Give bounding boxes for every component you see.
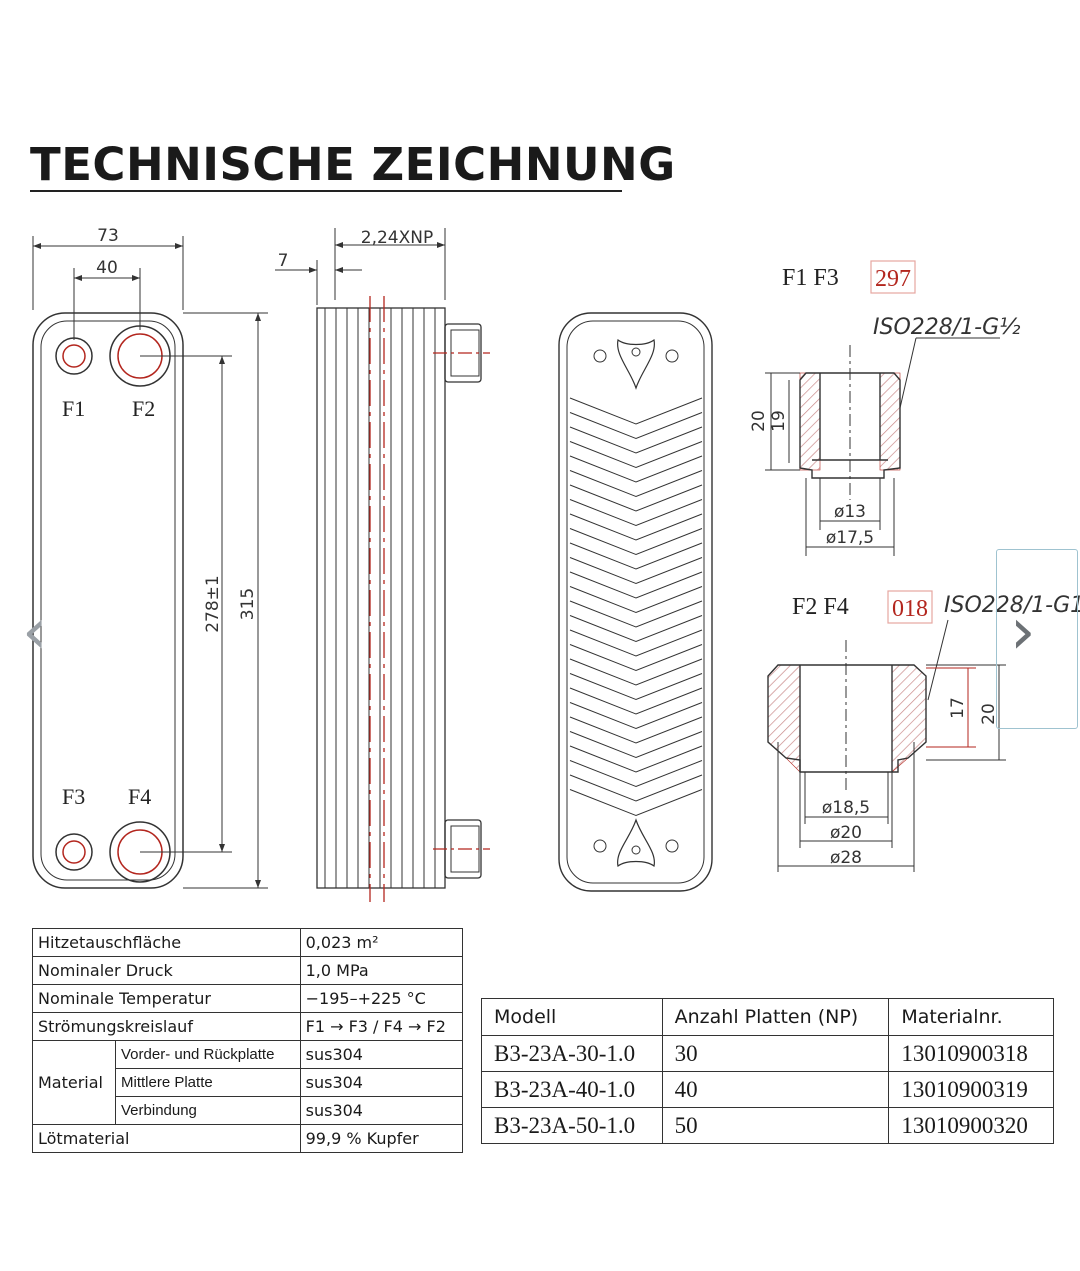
material-no-cell: 13010900318 — [888, 1035, 1054, 1072]
dim-width: 73 — [97, 226, 119, 246]
spec-key: Nominale Temperatur — [32, 984, 301, 1013]
dim-bottom-bore: ø18,5 — [822, 798, 870, 818]
spec-value: sus304 — [299, 1068, 464, 1097]
dim-top-outer: ø17,5 — [826, 528, 874, 548]
port-f1-circle — [55, 337, 93, 375]
code-box-297 — [870, 260, 916, 294]
spec-key: Verbindung — [115, 1096, 301, 1125]
model-cell: B3-23A-50-1.0 — [481, 1107, 663, 1144]
front-view — [32, 236, 268, 889]
detail-bottom-ports: F2 F4 — [792, 594, 849, 620]
detail-bottom-thread: ISO228/1-G1 — [944, 593, 1080, 618]
spec-row: Material Vorder- und Rückplatte sus304 — [32, 1040, 464, 1125]
table-row: B3-23A-50-1.0 50 13010900320 — [481, 1107, 1054, 1144]
spec-value: sus304 — [299, 1040, 464, 1069]
plate-stack-outline — [316, 307, 446, 889]
header-model: Modell — [481, 998, 663, 1036]
spec-row: Mittlere Platte sus304 — [33, 1068, 464, 1097]
label-f4: F4 — [128, 784, 151, 809]
spec-value: −195–+225 °C — [299, 984, 464, 1013]
spec-key: Mittlere Platte — [115, 1068, 301, 1097]
spec-row: Nominale Temperatur −195–+225 °C — [32, 984, 464, 1013]
spec-key: Nominaler Druck — [32, 956, 301, 985]
dim-bottom-height-inner: 17 — [948, 697, 968, 719]
spec-value: F1 → F3 / F4 → F2 — [299, 1012, 464, 1041]
spec-value: 1,0 MPa — [299, 956, 464, 985]
detail-top-code: 297 — [875, 266, 911, 292]
spec-row: Nominaler Druck 1,0 MPa — [32, 956, 464, 985]
material-label: Material — [32, 1040, 116, 1125]
fitting-bottom — [767, 619, 1006, 872]
dim-top-bore: ø13 — [834, 502, 866, 522]
dim-thickness: 2,24XNP — [361, 228, 433, 248]
dim-top-height-inner: 19 — [769, 410, 789, 432]
dim-port-spacing: 40 — [96, 258, 118, 278]
dim-offset: 7 — [278, 251, 289, 271]
chevron-right-icon[interactable]: › — [1010, 595, 1036, 669]
model-table: Modell Anzahl Platten (NP) Materialnr. B… — [481, 998, 1054, 1144]
flow-centerlines — [369, 296, 490, 902]
spec-key: Hitzetauschfläche — [32, 928, 301, 957]
dim-bottom-height-outer: 20 — [979, 703, 999, 725]
label-f2: F2 — [132, 396, 155, 421]
spec-value: 99,9 % Kupfer — [299, 1124, 464, 1153]
distribution-area-top — [617, 338, 655, 390]
plates-cell: 50 — [661, 1107, 890, 1144]
detail-top-thread: ISO228/1-G½ — [873, 315, 1020, 340]
model-cell: B3-23A-40-1.0 — [481, 1071, 663, 1108]
technical-drawing: 73 40 278±1 315 F1 F2 F3 F4 2,24XNP 7 — [32, 226, 1080, 902]
table-row: B3-23A-30-1.0 30 13010900318 — [481, 1035, 1054, 1072]
label-f1: F1 — [62, 396, 85, 421]
spec-value: 0,023 m² — [299, 928, 464, 957]
next-thumbnail-frame[interactable] — [996, 549, 1078, 729]
detail-top-ports: F1 F3 — [782, 265, 839, 291]
dim-bottom-outer: ø28 — [830, 848, 862, 868]
chevron-left-icon[interactable]: ‹ — [22, 595, 48, 669]
model-header-row: Modell Anzahl Platten (NP) Materialnr. — [481, 998, 1054, 1036]
spec-key: Lötmaterial — [32, 1124, 301, 1153]
spec-row: Hitzetauschfläche 0,023 m² — [32, 928, 464, 957]
side-view — [275, 228, 482, 889]
front-plate-outline — [32, 312, 184, 889]
page-title: TECHNISCHE ZEICHNUNG — [30, 138, 676, 191]
dim-bottom-mid: ø20 — [830, 823, 862, 843]
distribution-area-bottom — [617, 818, 655, 868]
spec-key: Strömungskreislauf — [32, 1012, 301, 1041]
model-cell: B3-23A-30-1.0 — [481, 1035, 663, 1072]
material-no-cell: 13010900319 — [888, 1071, 1054, 1108]
header-plates: Anzahl Platten (NP) — [661, 998, 890, 1036]
spec-key: Vorder- und Rückplatte — [115, 1040, 301, 1069]
label-f3: F3 — [62, 784, 85, 809]
table-row: B3-23A-40-1.0 40 13010900319 — [481, 1071, 1054, 1108]
fitting-top — [765, 337, 1000, 556]
thread-depth-dim — [926, 667, 976, 748]
material-no-cell: 13010900320 — [888, 1107, 1054, 1144]
spec-value: sus304 — [299, 1096, 464, 1125]
code-box-018 — [887, 590, 933, 624]
title-underline — [30, 190, 622, 192]
dim-port-height: 278±1 — [203, 575, 223, 633]
detail-bottom-code: 018 — [892, 596, 928, 622]
back-plate-outline — [558, 312, 713, 892]
spec-table: Hitzetauschfläche 0,023 m² Nominaler Dru… — [32, 928, 464, 1153]
back-view — [558, 312, 713, 892]
plates-cell: 30 — [661, 1035, 890, 1072]
plates-cell: 40 — [661, 1071, 890, 1108]
dim-top-height-outer: 20 — [749, 410, 769, 432]
spec-row: Lötmaterial 99,9 % Kupfer — [32, 1124, 464, 1153]
spec-row: Verbindung sus304 — [33, 1096, 464, 1125]
spec-row: Strömungskreislauf F1 → F3 / F4 → F2 — [32, 1012, 464, 1041]
port-f3-circle — [55, 833, 93, 871]
header-material-no: Materialnr. — [888, 998, 1054, 1036]
dim-height: 315 — [238, 588, 258, 620]
